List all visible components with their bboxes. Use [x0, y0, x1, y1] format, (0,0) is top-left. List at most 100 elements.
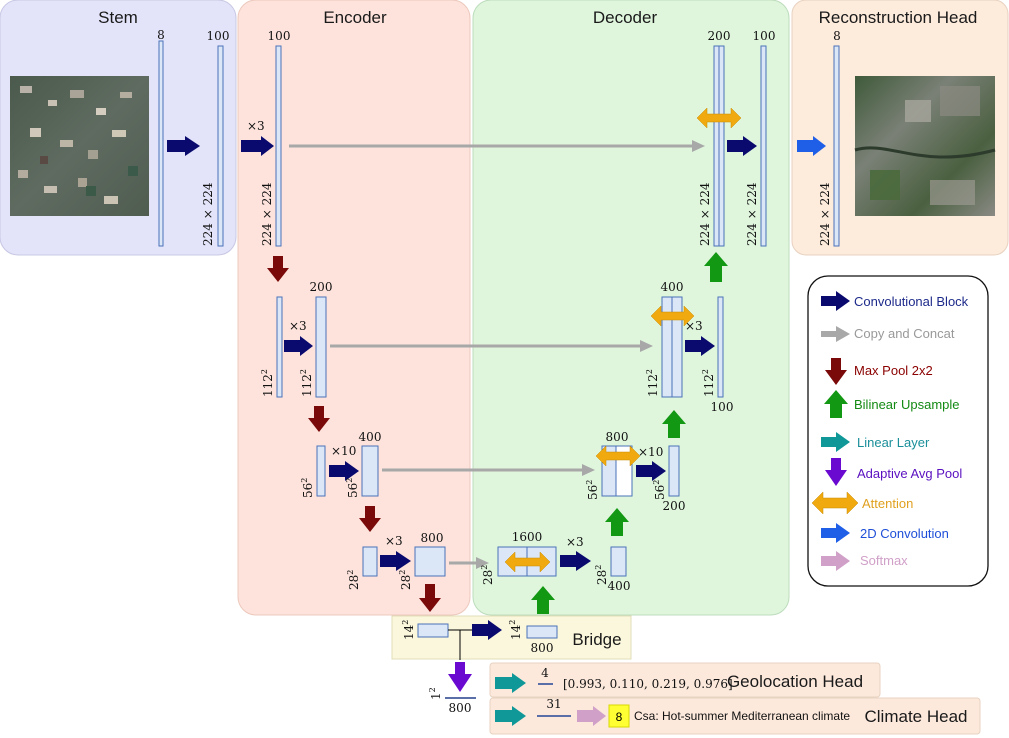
recon-block — [833, 45, 840, 247]
climate-linear-arrow — [495, 706, 526, 726]
stem-res: 224 × 224 — [201, 182, 215, 246]
geo-linear-arrow — [495, 673, 526, 693]
enc-pool-2 — [308, 406, 330, 432]
legend-label-8: Softmax — [860, 553, 908, 568]
adaptive-avg-pool-icon — [825, 458, 847, 486]
reconstructed-image — [854, 76, 996, 216]
bridge-block-out — [526, 625, 558, 639]
dec2-rep: ×3 — [685, 319, 703, 333]
enc3-rep: ×10 — [331, 444, 356, 458]
dec2-block-up — [671, 296, 683, 398]
dec2-ch: 400 — [661, 280, 684, 294]
enc2-block-out — [315, 296, 327, 398]
dec2-ch-out: 100 — [711, 400, 734, 414]
max-pool-icon — [825, 358, 847, 385]
dec3-attention-icon — [595, 445, 641, 467]
enc1-block — [275, 45, 282, 247]
climate-title: Climate Head — [865, 707, 968, 726]
dec1-res-a: 224 × 224 — [698, 182, 712, 246]
stem-ch-b: 100 — [207, 29, 230, 43]
dec3-rep: ×10 — [638, 445, 663, 459]
enc1-rep: ×3 — [247, 119, 265, 133]
dec3-conv-arrow — [636, 461, 666, 481]
enc3-block-in — [316, 445, 326, 497]
dec-upsample-bridge — [531, 586, 555, 614]
geo-values: [0.993, 0.110, 0.219, 0.976] — [563, 677, 733, 691]
legend-items: Convolutional Block Copy and Concat Max … — [811, 291, 969, 571]
enc2-res-in: 1122 — [260, 369, 275, 397]
enc1-conv-arrow — [241, 136, 274, 156]
pool-res: 12 — [428, 687, 443, 700]
dec-upsample-1 — [704, 252, 728, 282]
enc2-rep: ×3 — [289, 319, 307, 333]
enc3-conv-arrow — [329, 461, 359, 481]
dec4-conv-arrow — [560, 551, 591, 571]
reconstruction-title: Reconstruction Head — [819, 8, 978, 27]
enc2-block-in — [276, 296, 283, 398]
decoder-panel — [472, 0, 790, 616]
adaptive-avg-pool-arrow — [448, 662, 472, 692]
stem-conv-arrow — [167, 136, 200, 156]
enc4-ch: 800 — [421, 531, 444, 545]
enc1-ch: 100 — [268, 29, 291, 43]
legend-label-1: Copy and Concat — [854, 326, 955, 341]
climate-class-id: 8 — [616, 710, 623, 724]
dec4-ch: 1600 — [512, 530, 543, 544]
enc4-rep: ×3 — [385, 534, 403, 548]
dec2-conv-arrow — [685, 336, 715, 356]
legend-label-2: Max Pool 2x2 — [854, 363, 933, 378]
geo-ch: 4 — [541, 666, 549, 680]
climate-softmax-arrow — [577, 706, 606, 726]
skip-arrowhead-4 — [476, 557, 489, 569]
dec1-block-out — [760, 45, 767, 247]
dec1-block-up — [718, 45, 725, 247]
dec1-ch-b: 100 — [753, 29, 776, 43]
recon-conv2d-arrow — [797, 136, 826, 156]
dec4-rep: ×3 — [566, 535, 584, 549]
bridge-title: Bridge — [572, 630, 621, 649]
dec2-attention-icon — [650, 305, 695, 327]
enc3-block-out — [361, 445, 379, 497]
copy-concat-icon — [821, 326, 850, 342]
enc4-conv-arrow — [380, 551, 411, 571]
skip-arrowhead-3 — [582, 464, 595, 476]
legend-label-4: Linear Layer — [857, 435, 930, 450]
conv2d-icon — [821, 523, 850, 543]
dec2-res-out: 1122 — [701, 369, 716, 397]
legend-label-7: 2D Convolution — [860, 526, 949, 541]
skip-arrowhead-1 — [692, 140, 705, 152]
enc1-res: 224 × 224 — [260, 182, 274, 246]
enc-pool-4 — [419, 584, 441, 612]
dec3-ch-out: 200 — [663, 499, 686, 513]
stem-title: Stem — [98, 8, 138, 27]
dec4-attention-icon — [504, 551, 551, 573]
legend-label-5: Adaptive Avg Pool — [857, 466, 962, 481]
legend-label-3: Bilinear Upsample — [854, 397, 960, 412]
legend-box — [807, 275, 989, 587]
encoder-title: Encoder — [323, 8, 387, 27]
enc-pool-3 — [359, 506, 381, 532]
dec1-block-skip — [713, 45, 720, 247]
bridge-ch: 800 — [531, 641, 554, 655]
enc2-conv-arrow — [284, 336, 313, 356]
dec-upsample-2 — [662, 410, 686, 438]
stem-block-100 — [217, 45, 224, 247]
skip-arrowhead-2 — [640, 340, 653, 352]
climate-ch: 31 — [546, 697, 561, 711]
decoder-title: Decoder — [593, 8, 658, 27]
geolocation-panel — [489, 662, 881, 698]
enc4-block-in — [362, 546, 378, 577]
climate-class-label: Csa: Hot-summer Mediterranean climate — [634, 709, 850, 723]
dec2-res: 1122 — [645, 369, 660, 397]
dec4-ch-out: 400 — [608, 579, 631, 593]
bilinear-upsample-icon — [824, 390, 848, 418]
enc4-block-out — [414, 546, 446, 577]
enc-pool-1 — [267, 256, 289, 282]
stem-block-8 — [158, 40, 164, 247]
linear-layer-icon — [821, 432, 850, 452]
dec1-attention-icon — [696, 107, 742, 129]
attention-icon — [811, 491, 859, 515]
enc2-ch: 200 — [310, 280, 333, 294]
recon-res: 224 × 224 — [818, 182, 832, 246]
stem-ch-a: 8 — [157, 28, 165, 42]
